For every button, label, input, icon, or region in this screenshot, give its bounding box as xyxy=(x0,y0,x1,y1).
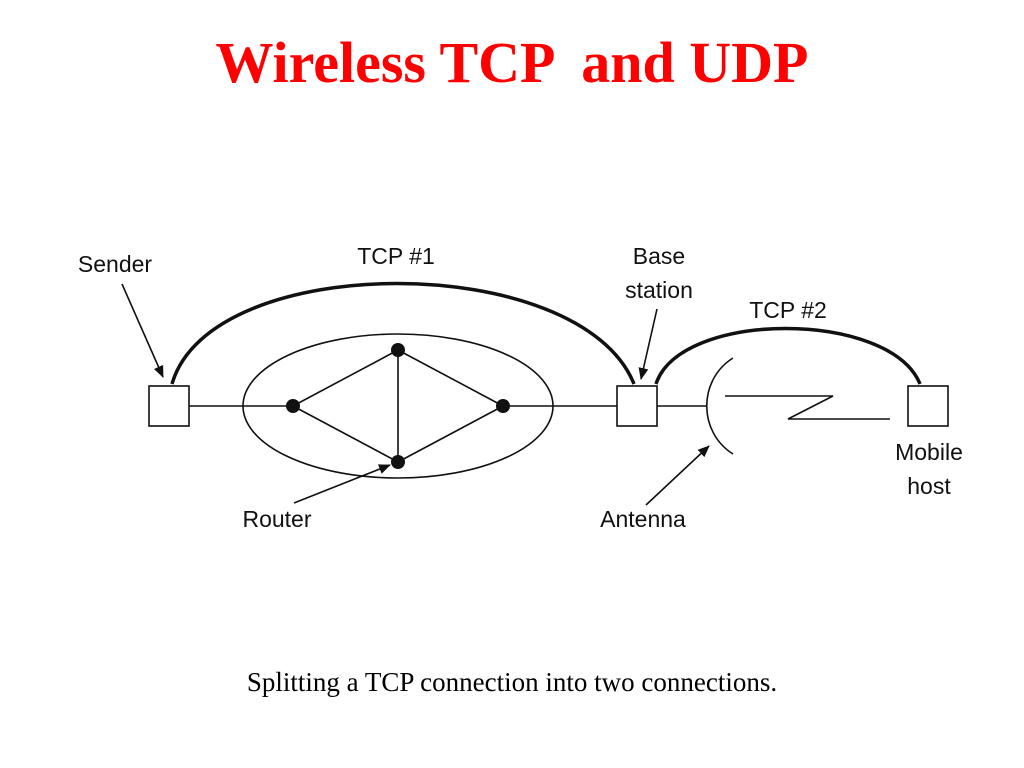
router-node xyxy=(496,399,510,413)
mesh-edge xyxy=(292,405,399,463)
antenna-arrow xyxy=(645,445,710,506)
base-station-box xyxy=(616,385,658,427)
mobile-host-label: host xyxy=(907,473,951,499)
mesh-edge xyxy=(292,349,399,407)
antenna-label: Antenna xyxy=(600,506,686,532)
tcp2-arc xyxy=(654,326,922,385)
slide-title: Wireless TCP and UDP xyxy=(215,30,809,95)
mobile-host-label: Mobile xyxy=(895,439,963,465)
wireless-link xyxy=(725,395,890,420)
base-station-arrow xyxy=(638,308,658,380)
router-node xyxy=(391,343,405,357)
mobile-host-box xyxy=(907,385,949,427)
tcp2-label: TCP #2 xyxy=(749,297,827,323)
mesh-edge xyxy=(397,349,504,407)
mesh-edge xyxy=(397,405,504,463)
router-label: Router xyxy=(242,506,311,532)
router-node xyxy=(391,455,405,469)
router-arrow xyxy=(293,464,391,504)
figure-caption: Splitting a TCP connection into two conn… xyxy=(246,667,778,697)
router-node xyxy=(286,399,300,413)
sender-label: Sender xyxy=(78,251,153,277)
sender-arrow xyxy=(121,283,164,378)
tcp1-label: TCP #1 xyxy=(357,243,435,269)
base-station-label: Base xyxy=(633,243,685,269)
base-station-label: station xyxy=(625,277,693,303)
tcp1-arc xyxy=(170,281,636,385)
antenna-icon xyxy=(705,357,734,455)
sender-box xyxy=(148,385,190,427)
